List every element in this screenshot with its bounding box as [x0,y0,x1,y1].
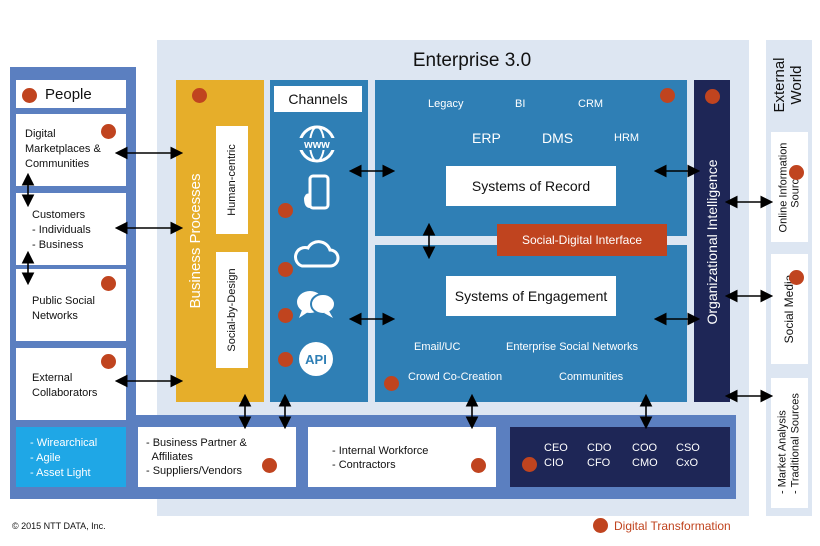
partners-label: - Business Partner & Affiliates - Suppli… [146,437,247,477]
legacy-label: Legacy [428,98,464,110]
digital-marketplaces-label: Digital Marketplaces & Communities [25,128,101,170]
dms-label: DMS [542,130,574,146]
social-digital-interface-box: Social-Digital Interface [497,224,667,256]
transformation-marker [471,458,486,473]
executives-box [510,427,730,487]
globe-www-icon: www [298,125,336,163]
partners-box [138,427,296,487]
systems-engagement-label: Systems of Engagement [454,288,608,304]
bi-label: BI [515,98,526,110]
exec-cxo: CxO [676,457,698,469]
workforce-label: - Internal Workforce - Contractors [332,445,429,471]
exec-coo: COO [632,442,658,454]
channels-title-box: Channels [274,86,362,112]
transformation-marker [278,203,293,218]
public-social-label: Public Social Networks [32,295,95,322]
exec-cfo: CFO [587,457,611,469]
transformation-marker [705,89,720,104]
exec-cio: CIO [544,457,564,469]
transformation-marker [278,352,293,367]
cloud-icon [294,240,340,268]
wirearchical-box [16,427,126,487]
transformation-marker [789,270,804,285]
transformation-marker [278,308,293,323]
chat-bubbles-icon [297,291,336,318]
systems-engagement-box: Systems of Engagement [446,276,616,316]
systems-engagement-panel [375,245,687,402]
transformation-marker [192,88,207,103]
channels-title: Channels [288,91,348,107]
transformation-marker [101,124,116,139]
wirearchical-label: - Wirearchical - Agile - Asset Light [30,437,98,479]
erp-label: ERP [472,130,501,146]
transformation-marker [101,276,116,291]
exec-ceo: CEO [544,442,568,454]
legend-label: Digital Transformation [614,519,731,533]
exec-cso: CSO [676,442,700,454]
systems-record-box: Systems of Record [446,166,616,206]
external-collaborators-label: External Collaborators [32,372,98,399]
social-digital-interface-label: Social-Digital Interface [521,233,643,247]
exec-cdo: CDO [587,442,612,454]
transformation-marker [262,458,277,473]
online-info-box [771,132,808,242]
esn-label: Enterprise Social Networks [506,341,639,353]
email-uc-label: Email/UC [414,341,461,353]
api-icon: API [299,342,333,376]
transformation-marker [660,88,675,103]
market-analysis-box [771,378,808,508]
svg-text:API: API [305,352,327,367]
systems-record-label: Systems of Record [471,178,591,194]
transformation-marker [789,165,804,180]
transformation-marker [522,457,537,472]
human-centric-box [216,126,248,234]
social-by-design-box [216,252,248,368]
org-intelligence-panel [694,80,730,402]
communities-label: Communities [559,371,624,383]
smartphone-icon [304,174,330,210]
enterprise-title: Enterprise 3.0 [412,50,532,71]
people-title: People [45,86,92,103]
crm-label: CRM [578,98,604,110]
svg-text:www: www [303,139,330,151]
hrm-label: HRM [614,132,640,144]
transformation-marker [384,376,399,391]
systems-record-panel [375,80,687,236]
transformation-marker [278,262,293,277]
transformation-marker [22,88,37,103]
transformation-marker [101,354,116,369]
legend-marker [593,518,608,533]
copyright-text: © 2015 NTT DATA, Inc. [12,521,106,531]
exec-cmo: CMO [632,457,658,469]
customers-label: Customers - Individuals - Business [32,209,91,251]
crowd-label: Crowd Co-Creation [408,371,503,383]
workforce-box [308,427,496,487]
